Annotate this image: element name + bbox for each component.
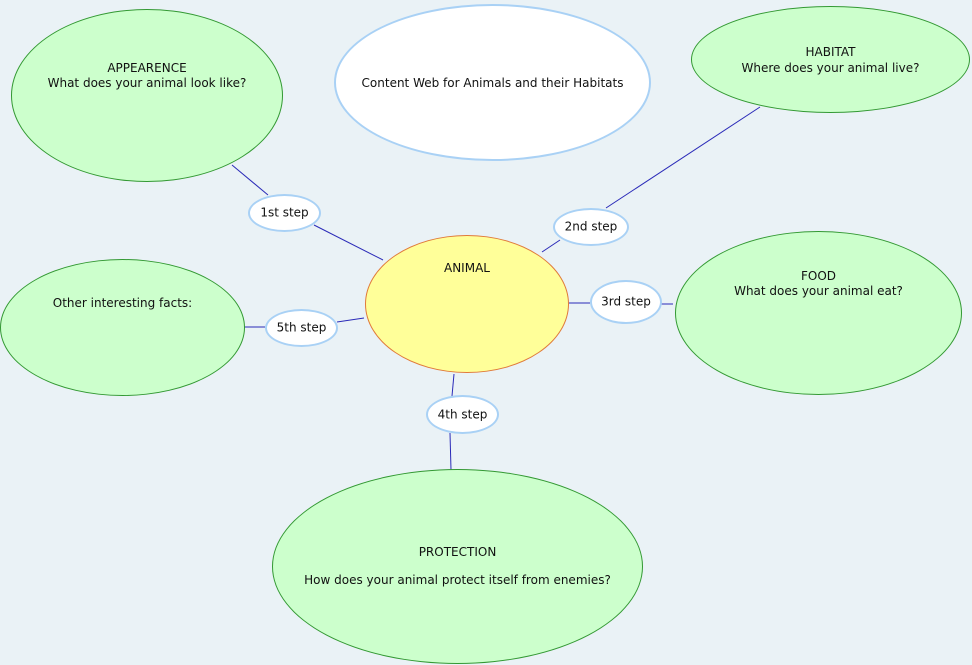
habitat-question: Where does your animal live? xyxy=(741,61,920,75)
protection-question: How does your animal protect itself from… xyxy=(304,573,611,587)
title-bubble: Content Web for Animals and their Habita… xyxy=(334,4,651,161)
connector-appearence-step1 xyxy=(231,164,269,196)
center-animal[interactable]: ANIMAL xyxy=(365,235,569,373)
habitat-heading: HABITAT xyxy=(805,45,856,59)
other-facts-heading: Other interesting facts: xyxy=(52,296,193,310)
step-4-label: 4th step xyxy=(437,407,488,421)
connector-animal-step4 xyxy=(451,373,455,397)
step-1-label: 1st step xyxy=(260,205,309,220)
connector-step4-protection xyxy=(449,432,452,471)
topic-protection[interactable]: PROTECTION How does your animal protect … xyxy=(272,469,643,664)
topic-other-facts[interactable]: Other interesting facts: xyxy=(0,259,245,396)
center-label: ANIMAL xyxy=(444,261,490,275)
topic-habitat[interactable]: HABITAT Where does your animal live? xyxy=(691,6,970,113)
appearence-question: What does your animal look like? xyxy=(47,76,247,90)
connector-step5-animal xyxy=(336,317,365,323)
step-2-label: 2nd step xyxy=(564,219,618,234)
step-4-bubble[interactable]: 4th step xyxy=(426,395,499,434)
step-2-bubble[interactable]: 2nd step xyxy=(553,208,629,246)
step-5-label: 5th step xyxy=(276,320,327,335)
topic-appearence[interactable]: APPEARENCE What does your animal look li… xyxy=(11,9,283,182)
food-heading: FOOD xyxy=(800,269,837,283)
step-3-label: 3rd step xyxy=(601,294,651,309)
connector-step2-animal xyxy=(541,239,561,253)
step-5-bubble[interactable]: 5th step xyxy=(265,309,338,347)
step-1-bubble[interactable]: 1st step xyxy=(248,194,321,232)
step-3-bubble[interactable]: 3rd step xyxy=(590,280,662,324)
diagram-title: Content Web for Animals and their Habita… xyxy=(361,76,624,90)
food-question: What does your animal eat? xyxy=(734,284,903,298)
connector-step1-animal xyxy=(313,224,384,261)
appearence-heading: APPEARENCE xyxy=(107,61,187,75)
connector-habitat-step2 xyxy=(605,106,761,209)
topic-food[interactable]: FOOD What does your animal eat? xyxy=(675,231,962,395)
protection-heading: PROTECTION xyxy=(418,545,497,559)
